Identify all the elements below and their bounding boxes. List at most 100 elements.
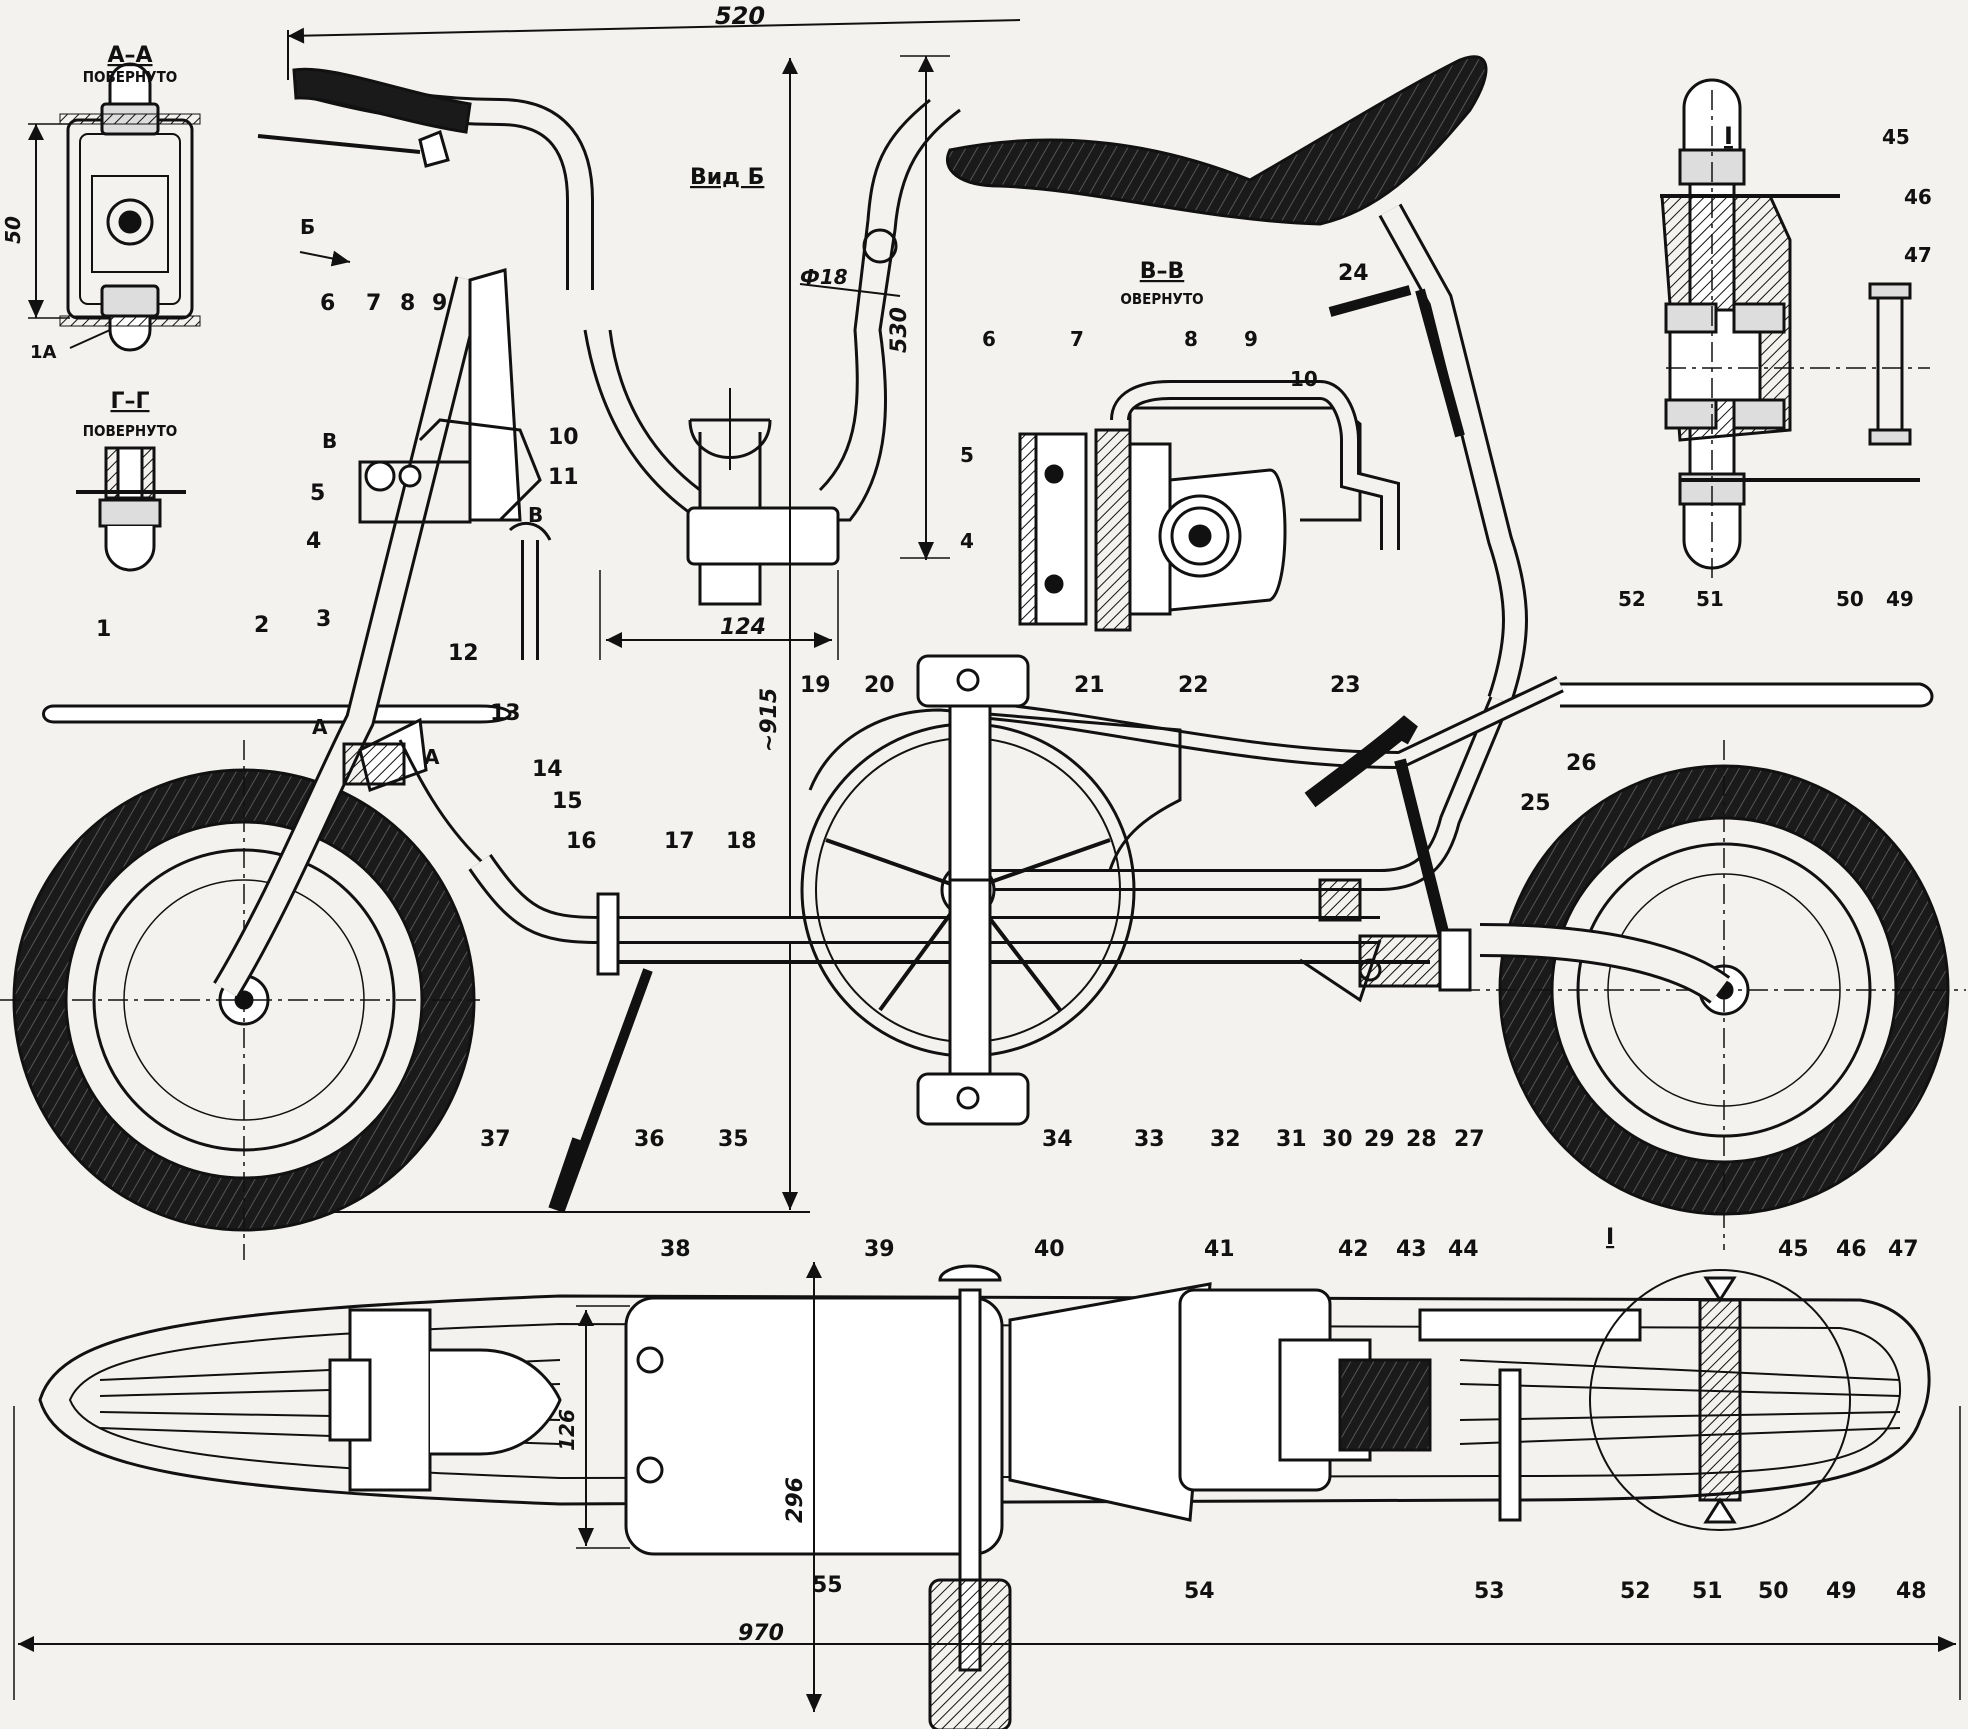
callout-50: 50 xyxy=(1758,1579,1789,1604)
callout-42: 42 xyxy=(1338,1237,1369,1262)
callouts-side: 1 2 3 4 5 6 7 8 9 10 11 12 13 14 15 16 1… xyxy=(96,261,1597,1152)
callout-vv-5: 5 xyxy=(960,443,974,467)
ref-1a: 1А xyxy=(30,342,57,363)
callout-34: 34 xyxy=(1042,1127,1073,1152)
dimension-970: 970 xyxy=(738,1621,784,1646)
callout-24: 24 xyxy=(1338,261,1369,286)
callout-12: 12 xyxy=(448,641,479,666)
dimension-296: 296 xyxy=(783,1477,808,1523)
callout-vv-8: 8 xyxy=(1184,327,1198,351)
callout-8: 8 xyxy=(400,291,415,316)
section-gg-title: Г–Г xyxy=(110,389,149,414)
callout-vv-10: 10 xyxy=(1290,367,1318,391)
seat xyxy=(946,55,1488,226)
callout-19: 19 xyxy=(800,673,831,698)
marker-a-top: А xyxy=(312,715,328,739)
callout-37: 37 xyxy=(480,1127,511,1152)
rear-drive xyxy=(1299,878,1472,1003)
callout-11: 11 xyxy=(548,465,579,490)
section-g-g xyxy=(76,446,186,572)
callouts-detail: 45 46 47 52 51 50 49 xyxy=(1618,125,1932,611)
handlebar-side xyxy=(257,67,594,290)
marker-v-right: В xyxy=(528,503,543,527)
section-vv-subtitle: ОВЕРНУТО xyxy=(1120,290,1203,308)
plan-view xyxy=(13,1262,1961,1729)
callout-33: 33 xyxy=(1134,1127,1165,1152)
dimension-520: 520 xyxy=(715,2,765,30)
callout-46: 46 xyxy=(1836,1237,1867,1262)
callout-22: 22 xyxy=(1178,673,1209,698)
dimension-520-line xyxy=(287,19,1021,80)
callout-17: 17 xyxy=(664,829,695,854)
callout-55: 55 xyxy=(812,1573,843,1598)
callout-48: 48 xyxy=(1896,1579,1927,1604)
detail-i-plan-label: I xyxy=(1606,1225,1614,1250)
rear-wheel xyxy=(1460,740,1966,1250)
callout-21: 21 xyxy=(1074,673,1105,698)
callout-23: 23 xyxy=(1330,673,1361,698)
callout-25: 25 xyxy=(1520,791,1551,816)
side-rails xyxy=(42,682,1934,742)
callout-53: 53 xyxy=(1474,1579,1505,1604)
callout-detail-45: 45 xyxy=(1882,125,1910,149)
callout-14: 14 xyxy=(532,757,563,782)
section-vv-title: В–В xyxy=(1140,259,1185,284)
callout-39: 39 xyxy=(864,1237,895,1262)
dimension-d18: Ф18 xyxy=(800,265,848,289)
callouts-plan: 38 39 40 41 42 43 44 45 46 47 48 49 50 5… xyxy=(660,1237,1927,1604)
chainring xyxy=(800,654,1182,1126)
main-frame xyxy=(468,203,1731,1004)
callout-3: 3 xyxy=(316,607,331,632)
dimension-126: 126 xyxy=(555,1409,579,1451)
callout-40: 40 xyxy=(1034,1237,1065,1262)
callout-15: 15 xyxy=(552,789,583,814)
callout-43: 43 xyxy=(1396,1237,1427,1262)
callout-1: 1 xyxy=(96,617,111,642)
front-wheel xyxy=(0,740,480,1260)
dimension-124: 124 xyxy=(720,615,766,640)
section-a-a xyxy=(28,62,201,352)
callout-28: 28 xyxy=(1406,1127,1437,1152)
section-aa-title: А–А xyxy=(107,43,152,68)
callout-16: 16 xyxy=(566,829,597,854)
callout-45: 45 xyxy=(1778,1237,1809,1262)
callout-29: 29 xyxy=(1364,1127,1395,1152)
section-aa-subtitle: ПОВЕРНУТО xyxy=(83,68,178,86)
callout-10: 10 xyxy=(548,425,579,450)
callout-detail-46: 46 xyxy=(1904,185,1932,209)
callout-6: 6 xyxy=(320,291,335,316)
callout-52: 52 xyxy=(1620,1579,1651,1604)
section-v-v xyxy=(1018,380,1400,632)
callout-detail-47: 47 xyxy=(1904,243,1932,267)
section-gg-subtitle: ПОВЕРНУТО xyxy=(83,422,178,440)
callout-27: 27 xyxy=(1454,1127,1485,1152)
callouts-vv: 6 7 8 9 10 5 4 xyxy=(960,327,1318,553)
callout-35: 35 xyxy=(718,1127,749,1152)
callout-detail-50: 50 xyxy=(1836,587,1864,611)
callout-44: 44 xyxy=(1448,1237,1479,1262)
callout-41: 41 xyxy=(1204,1237,1235,1262)
callout-vv-4: 4 xyxy=(960,529,974,553)
callout-7: 7 xyxy=(366,291,381,316)
kickstand xyxy=(548,892,653,1213)
dimension-530: 530 xyxy=(887,307,912,353)
view-b-title: Вид Б xyxy=(690,165,764,190)
callout-detail-52: 52 xyxy=(1618,587,1646,611)
callout-13: 13 xyxy=(490,701,521,726)
callout-51: 51 xyxy=(1692,1579,1723,1604)
dimension-50: 50 xyxy=(1,216,25,244)
callout-54: 54 xyxy=(1184,1579,1215,1604)
callout-detail-51: 51 xyxy=(1696,587,1724,611)
marker-v-left: В xyxy=(322,429,337,453)
marker-a-bottom: А xyxy=(424,745,440,769)
callout-vv-6: 6 xyxy=(982,327,996,351)
callout-2: 2 xyxy=(254,613,269,638)
callout-18: 18 xyxy=(726,829,757,854)
callout-36: 36 xyxy=(634,1127,665,1152)
callout-49: 49 xyxy=(1826,1579,1857,1604)
callout-9: 9 xyxy=(432,291,447,316)
callout-47: 47 xyxy=(1888,1237,1919,1262)
callout-20: 20 xyxy=(864,673,895,698)
